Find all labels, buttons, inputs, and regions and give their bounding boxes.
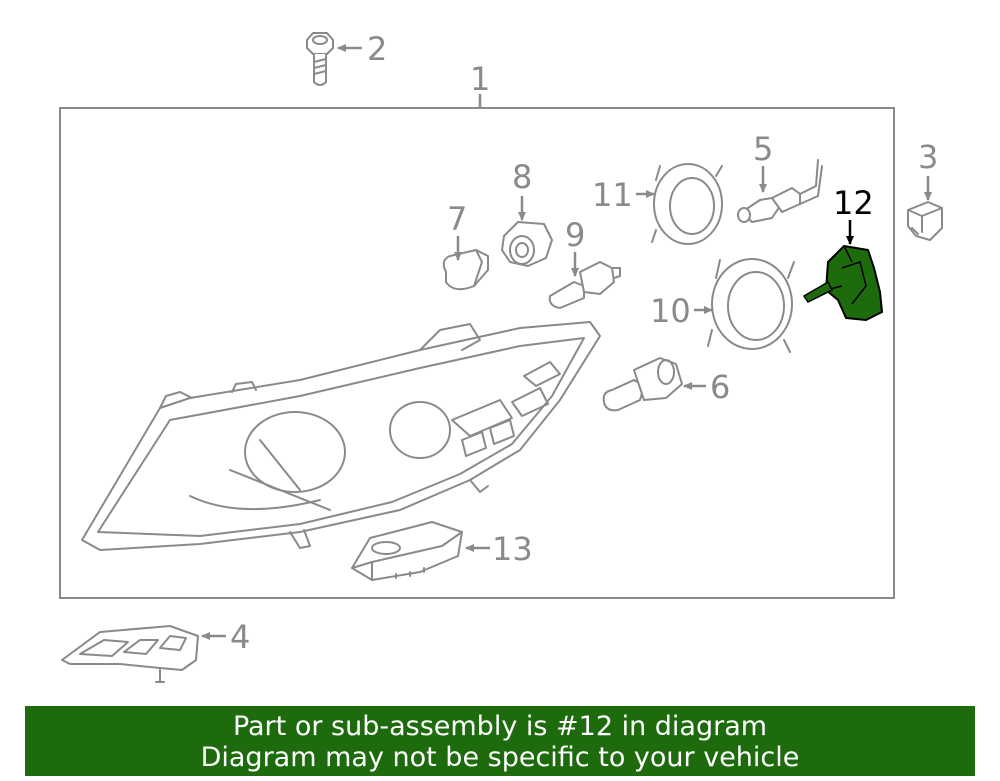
bulb-part-9[interactable] (548, 261, 621, 309)
headlamp-housing (81, 321, 601, 551)
ring-part-11[interactable] (651, 163, 723, 245)
callout-3[interactable]: 3 (918, 138, 938, 176)
parts-diagram: 1 2 3 4 5 6 7 (59, 30, 943, 683)
assembly-frame (59, 107, 895, 599)
callout-5[interactable]: 5 (753, 130, 773, 168)
callout-6[interactable]: 6 (710, 368, 730, 406)
callout-1[interactable]: 1 (470, 60, 490, 98)
callout-13[interactable]: 13 (492, 530, 533, 568)
clip-part-3[interactable] (907, 201, 943, 241)
callout-11[interactable]: 11 (592, 176, 633, 214)
bulb-part-7[interactable] (442, 249, 489, 291)
bracket-part-4[interactable] (61, 625, 199, 683)
bolt-part-2[interactable] (306, 32, 334, 86)
callout-2[interactable]: 2 (367, 30, 387, 68)
actuator-part-12[interactable] (802, 245, 883, 321)
socket-part-8[interactable] (501, 221, 553, 267)
part-info-banner: Part or sub-assembly is #12 in diagram D… (25, 706, 975, 776)
banner-line-1: Part or sub-assembly is #12 in diagram (232, 711, 768, 742)
banner-line-2: Diagram may not be specific to your vehi… (200, 742, 800, 773)
bulb-part-5[interactable] (737, 159, 823, 223)
callout-4[interactable]: 4 (230, 618, 250, 656)
callout-8[interactable]: 8 (512, 158, 532, 196)
bulb-part-6[interactable] (602, 357, 683, 412)
callout-7[interactable]: 7 (447, 200, 467, 238)
callout-10[interactable]: 10 (650, 292, 691, 330)
module-part-13[interactable] (351, 521, 463, 581)
ring-part-10[interactable] (707, 258, 795, 353)
callout-12[interactable]: 12 (833, 184, 874, 222)
callout-9[interactable]: 9 (565, 216, 585, 254)
